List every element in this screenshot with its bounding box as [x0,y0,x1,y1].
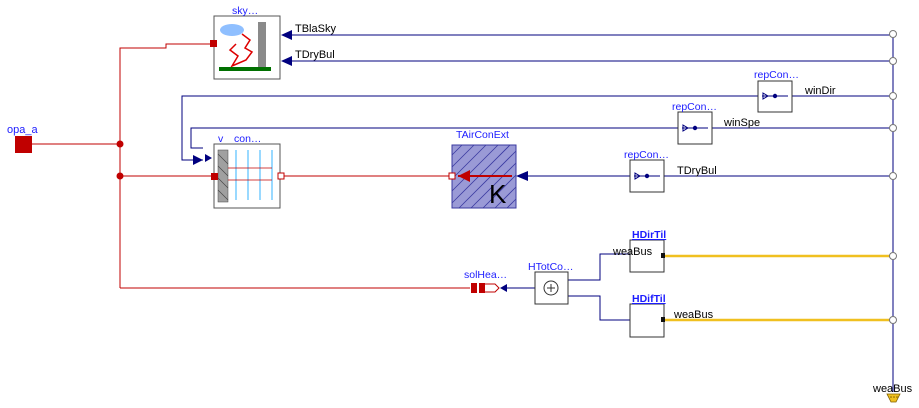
repcon-block-2[interactable] [677,111,713,145]
tairconext-label: TAirConExt [456,129,509,141]
htotcon-block[interactable] [534,271,569,305]
repcon-label-1: repCon… [754,69,799,81]
signal-tdrybul-top-label: TDryBul [295,49,335,61]
sky-block[interactable] [210,15,282,80]
weabus-port-label: weaBus [872,383,913,395]
repcon-label-3: repCon… [624,149,669,161]
signal-tblasky-label: TBlaSky [295,23,336,35]
sky-block-label: sky… [232,5,258,17]
convection-block-v-label: v [218,133,224,145]
bus-wires [664,254,893,322]
signal-winspe-label: winSpe [723,117,760,129]
bus-junctions [889,30,897,324]
heat-wires [32,43,470,289]
signal-tdrybul-mid-label: TDryBul [677,165,717,177]
convection-block[interactable] [205,143,285,209]
signal-windir-label: winDir [804,85,836,97]
solhea-block[interactable] [471,283,500,293]
hdirtil-label: HDirTil [632,229,666,241]
weabus-port[interactable] [886,393,901,403]
repcon-block-1[interactable] [757,80,793,113]
convection-block-label: con… [234,133,261,145]
solhea-label: solHea… [464,269,507,281]
hdiftil-label: HDifTil [632,293,666,305]
hdirtil-weabus-label: weaBus [612,246,653,258]
repcon-label-2: repCon… [672,101,717,113]
hdiftil-block[interactable] [629,303,665,338]
tairconext-unit: K [489,179,507,209]
hdirtil-block[interactable] [629,239,665,273]
port-opa-a[interactable] [15,136,32,153]
port-opa-a-label: opa_a [7,124,38,136]
htotcon-label: HTotCo… [528,261,574,273]
hdiftil-weabus-label: weaBus [673,309,714,321]
heat-junctions [116,140,124,180]
repcon-block-3[interactable] [629,159,665,193]
tairconext-block[interactable]: K [448,144,517,209]
